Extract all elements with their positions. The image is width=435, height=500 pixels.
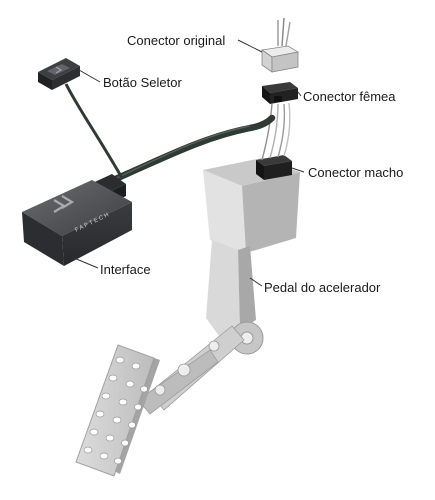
pedal-linkage-hole-3 (154, 384, 166, 396)
label-pedal-acelerador: Pedal do acelerador (264, 280, 381, 295)
label-conector-original: Conector original (127, 33, 226, 48)
leader-botao-seletor (78, 69, 101, 83)
selector-cable (64, 83, 124, 179)
pedal-arm-front (206, 240, 240, 340)
pedal-mount-side (242, 172, 300, 253)
interface-top (22, 180, 132, 236)
female-connector (262, 82, 298, 104)
leader-interface (73, 257, 99, 269)
interface-module: FAPTECH (22, 174, 132, 266)
selector-button (38, 58, 80, 90)
pedal-linkage-hole-2 (177, 363, 191, 377)
pedal-pad (75, 344, 155, 477)
main-cable (100, 114, 276, 188)
pedal-pad-holes (83, 356, 148, 465)
pedal-linkage-hole-1 (208, 340, 220, 352)
leader-conector-macho (291, 167, 305, 173)
leader-conector-original (237, 39, 263, 53)
leader-conector-femea (297, 91, 302, 97)
leader-pedal (249, 277, 263, 287)
label-interface: Interface (100, 262, 151, 277)
brand-logo-icon (53, 195, 75, 213)
interface-side (62, 202, 132, 266)
pedal-arm-side (238, 246, 256, 330)
accelerator-pedal (75, 158, 300, 477)
main-cable-highlight (107, 125, 251, 183)
leader-lines (73, 39, 305, 287)
pedal-mount-front (203, 170, 246, 253)
label-conector-femea: Conector fêmea (303, 89, 396, 104)
label-botao-seletor: Botão Seletor (103, 75, 182, 90)
wire-harness (261, 102, 291, 161)
interface-front (22, 212, 64, 266)
label-conector-macho: Conector macho (308, 165, 404, 180)
male-connector (256, 155, 292, 180)
original-connector (260, 17, 300, 73)
